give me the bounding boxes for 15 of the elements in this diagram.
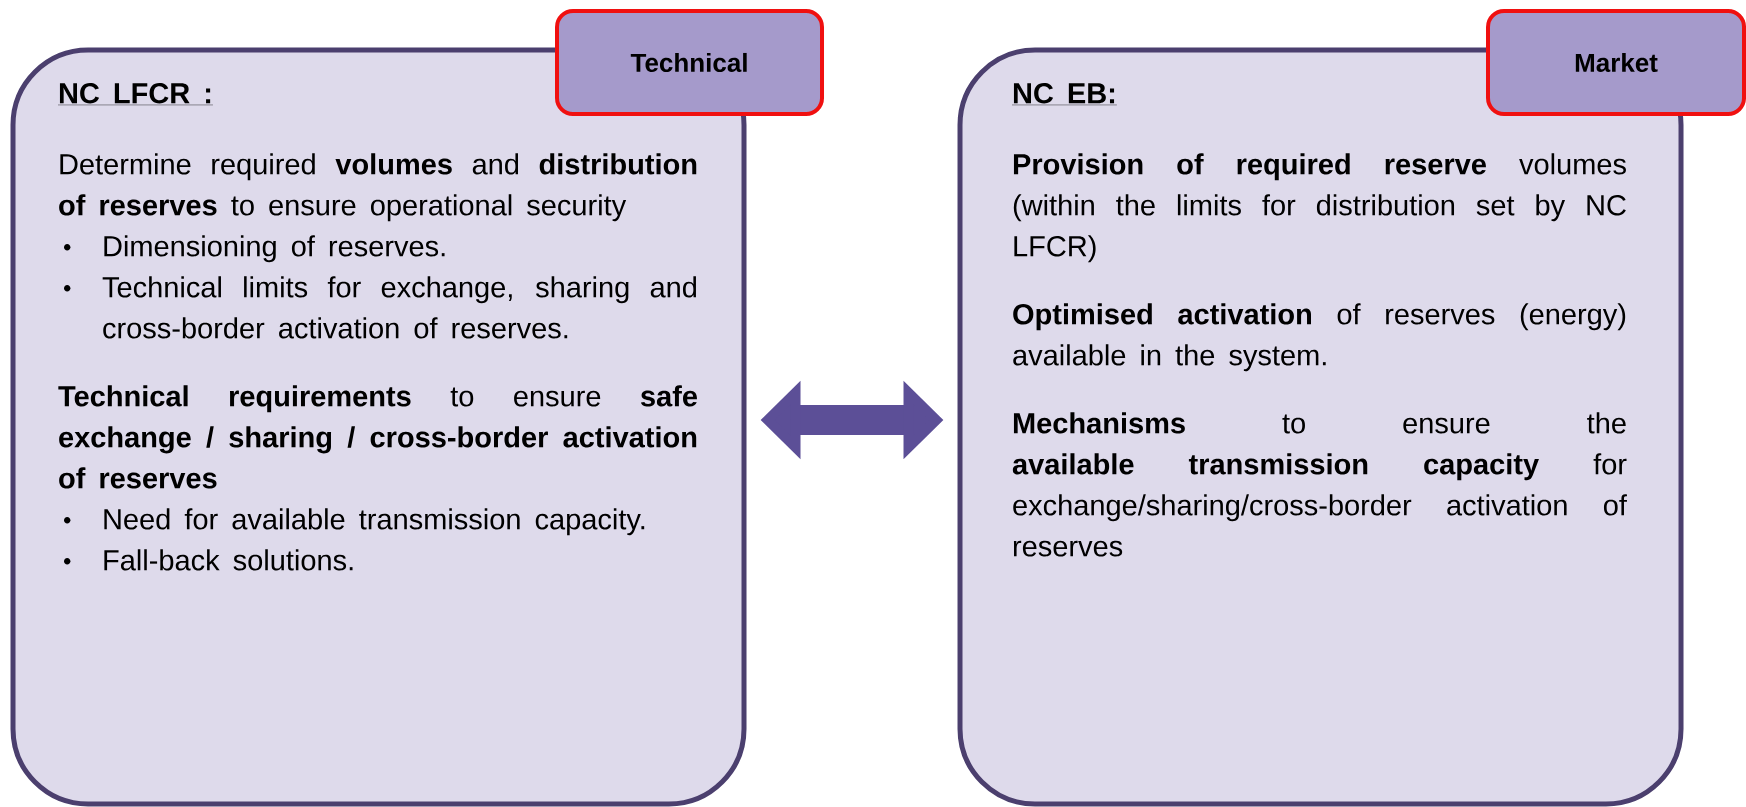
bullet-item: Technical limits for exchange, sharing and cross-border activation of reserves. [64,276,696,339]
tab-label: Technical [555,9,824,116]
paragraph: Technical requirements to ensure safe exchange / sharing / cross-border activation of reserves [58,385,697,489]
bullet-item: Need for available transmission capacity. [64,508,645,536]
bullet-item: Fall-back solutions. [64,549,353,571]
tab-label: Market [1486,9,1746,116]
bullet-item: Dimensioning of reserves. [64,235,445,263]
paragraph: Provision of required reserve volumes (within the limits for distribution set by NC LFCR) [1013,153,1626,263]
paragraph: Optimised activation of reserves (energy) available in the system. [1013,303,1626,372]
rounded-box [10,47,747,807]
heading: NC LFCR : [57,83,214,106]
paragraph: Mechanisms to ensure the available transmission capacity for exchange/sharing/cross-border activation of reserves [1012,412,1627,557]
rounded-box [957,47,1684,807]
paragraph: Determine required volumes and distribution of reserves to ensure operational security [59,153,697,222]
heading: NC EB: [1011,83,1118,106]
